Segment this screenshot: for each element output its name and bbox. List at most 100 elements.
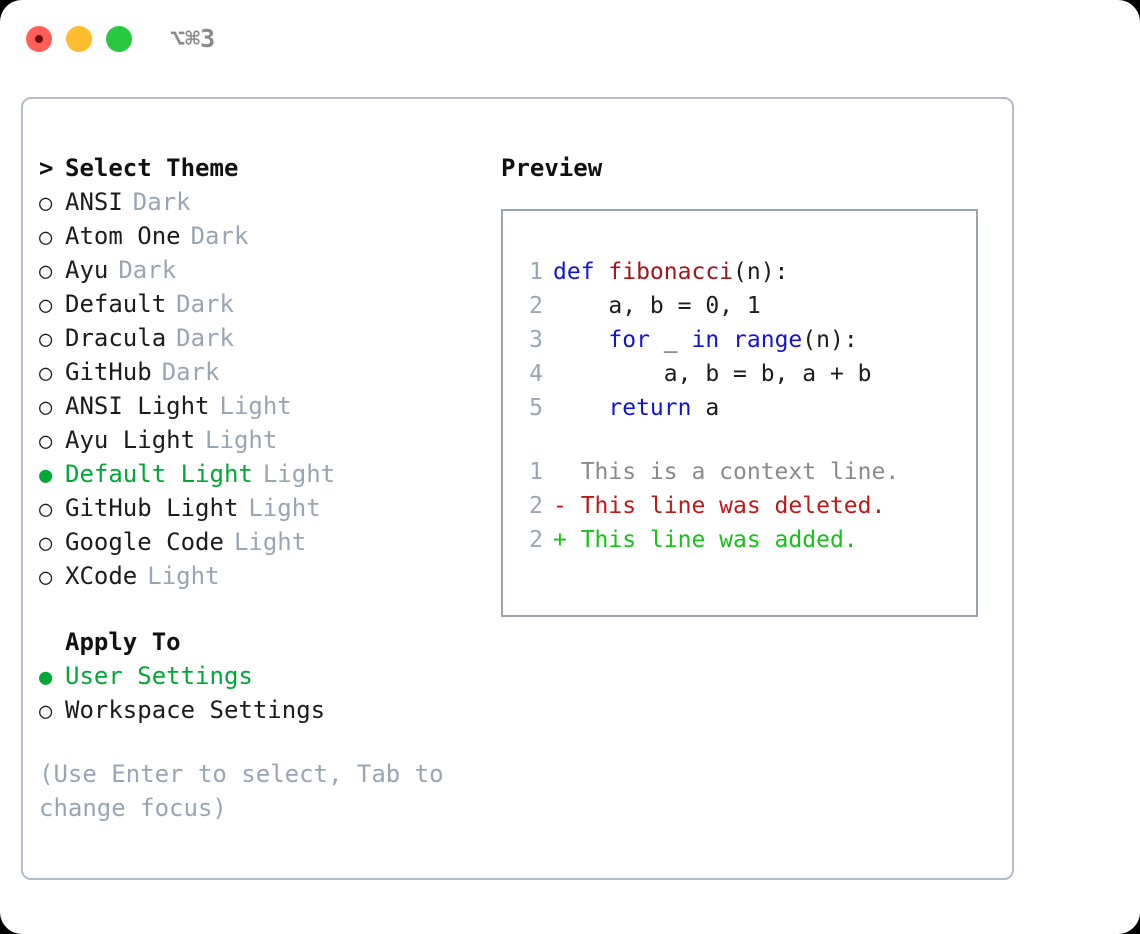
theme-list-item[interactable]: ○ XCode Light bbox=[39, 559, 479, 593]
title-bar: ⌥⌘3 bbox=[0, 0, 1140, 78]
radio-unselected-icon: ○ bbox=[39, 565, 53, 590]
theme-item-variant-tag: Dark bbox=[161, 358, 220, 386]
minimize-button[interactable] bbox=[66, 26, 92, 52]
code-token: a, b = b, a + b bbox=[553, 361, 872, 387]
radio-unselected-icon: ○ bbox=[39, 327, 53, 352]
theme-item-variant-tag: Light bbox=[233, 528, 307, 556]
code-token: (n): bbox=[802, 327, 858, 353]
theme-item-variant-tag: Light bbox=[147, 562, 220, 590]
caret-icon: > bbox=[39, 154, 54, 182]
line-number: 1 bbox=[529, 459, 543, 485]
code-line: 1 def fibonacci(n): bbox=[517, 255, 976, 289]
theme-item-label: Ayu bbox=[65, 256, 109, 284]
apply-to-item-label: User Settings bbox=[65, 662, 253, 690]
code-line: 4 a, b = b, a + b bbox=[517, 357, 976, 391]
theme-item-label: ANSI bbox=[65, 188, 123, 216]
theme-item-label: Google Code bbox=[65, 528, 224, 556]
line-number: 4 bbox=[529, 361, 543, 387]
theme-item-label: GitHub bbox=[65, 358, 152, 386]
theme-list-item[interactable]: ○ Dracula Dark bbox=[39, 321, 479, 355]
radio-unselected-icon: ○ bbox=[39, 361, 53, 386]
theme-item-variant-tag: Dark bbox=[118, 256, 177, 284]
diff-line-text: - This line was deleted. bbox=[553, 493, 886, 519]
theme-item-label: ANSI Light bbox=[65, 392, 210, 420]
radio-unselected-icon: ○ bbox=[39, 259, 53, 284]
code-token: a bbox=[705, 395, 720, 421]
code-token: range bbox=[733, 327, 803, 353]
theme-item-variant-tag: Dark bbox=[190, 222, 249, 250]
radio-selected-icon: ● bbox=[39, 665, 53, 690]
theme-item-label: XCode bbox=[65, 562, 138, 590]
code-line: 5 return a bbox=[517, 391, 976, 425]
theme-list-item[interactable]: ● Default Light Light bbox=[39, 457, 479, 491]
apply-to-list: ● User Settings ○Workspace Settings bbox=[39, 659, 479, 727]
keyboard-shortcut-label: ⌥⌘3 bbox=[170, 24, 216, 53]
radio-unselected-icon: ○ bbox=[39, 293, 53, 318]
line-number: 5 bbox=[529, 395, 543, 421]
close-button[interactable] bbox=[26, 26, 52, 52]
code-token: def bbox=[553, 259, 609, 285]
theme-item-variant-tag: Light bbox=[219, 392, 292, 420]
diff-gap bbox=[517, 425, 976, 455]
radio-unselected-icon: ○ bbox=[39, 531, 53, 556]
diff-line: 1 This is a context line. bbox=[517, 455, 976, 489]
line-number: 1 bbox=[529, 259, 543, 285]
select-theme-header: >Select Theme bbox=[39, 151, 479, 185]
code-token: return bbox=[608, 395, 706, 421]
theme-item-label: Atom One bbox=[65, 222, 181, 250]
spacer-marker: ○ bbox=[39, 627, 65, 661]
code-line: 3 for _ in range(n): bbox=[517, 323, 976, 357]
theme-item-variant-tag: Light bbox=[262, 460, 336, 488]
theme-item-label: Ayu Light bbox=[65, 426, 196, 454]
line-number: 2 bbox=[529, 493, 543, 519]
line-number: 2 bbox=[529, 527, 543, 553]
code-token: (n): bbox=[733, 259, 789, 285]
section-spacer bbox=[39, 593, 479, 625]
apply-to-item[interactable]: ○Workspace Settings bbox=[39, 693, 479, 727]
theme-list-item[interactable]: ○ Default Dark bbox=[39, 287, 479, 321]
apply-to-item[interactable]: ● User Settings bbox=[39, 659, 479, 693]
code-token bbox=[553, 327, 608, 353]
code-token: for bbox=[608, 327, 664, 353]
maximize-button[interactable] bbox=[106, 26, 132, 52]
theme-item-variant-tag: Dark bbox=[176, 290, 234, 318]
theme-item-label: Dracula bbox=[65, 324, 167, 352]
theme-item-label: Default Light bbox=[65, 460, 253, 488]
code-line: 2 a, b = 0, 1 bbox=[517, 289, 976, 323]
radio-unselected-icon: ○ bbox=[39, 699, 53, 724]
diff-sample: 1 This is a context line. 2 - This line wa… bbox=[517, 455, 976, 557]
theme-item-variant-tag: Dark bbox=[132, 188, 191, 216]
diff-line: 2 + This line was added. bbox=[517, 523, 976, 557]
theme-item-variant-tag: Light bbox=[205, 426, 278, 454]
preview-title: Preview bbox=[501, 154, 603, 182]
theme-list-item[interactable]: ○ Ayu Dark bbox=[39, 253, 479, 287]
radio-unselected-icon: ○ bbox=[39, 497, 53, 522]
code-token: fibonacci bbox=[608, 259, 734, 285]
theme-item-label: GitHub Light bbox=[65, 494, 239, 522]
theme-item-variant-tag: Dark bbox=[176, 324, 234, 352]
code-token: _ bbox=[663, 327, 692, 353]
radio-unselected-icon: ○ bbox=[39, 191, 53, 216]
theme-list-item[interactable]: ○ GitHub Dark bbox=[39, 355, 479, 389]
line-number: 2 bbox=[529, 293, 543, 319]
code-token: in bbox=[691, 327, 734, 353]
diff-line-text: This is a context line. bbox=[553, 459, 900, 485]
apply-to-header: ○Apply To bbox=[39, 625, 479, 659]
theme-item-label: Default bbox=[65, 290, 167, 318]
line-number: 3 bbox=[529, 327, 543, 353]
theme-list-item[interactable]: ○ Google Code Light bbox=[39, 525, 479, 559]
radio-selected-icon: ● bbox=[39, 463, 53, 488]
diff-line: 2 - This line was deleted. bbox=[517, 489, 976, 523]
diff-line-text: + This line was added. bbox=[553, 527, 858, 553]
theme-list-item[interactable]: ○ ANSI Dark bbox=[39, 185, 479, 219]
code-token: a, b = 0, 1 bbox=[553, 293, 761, 319]
